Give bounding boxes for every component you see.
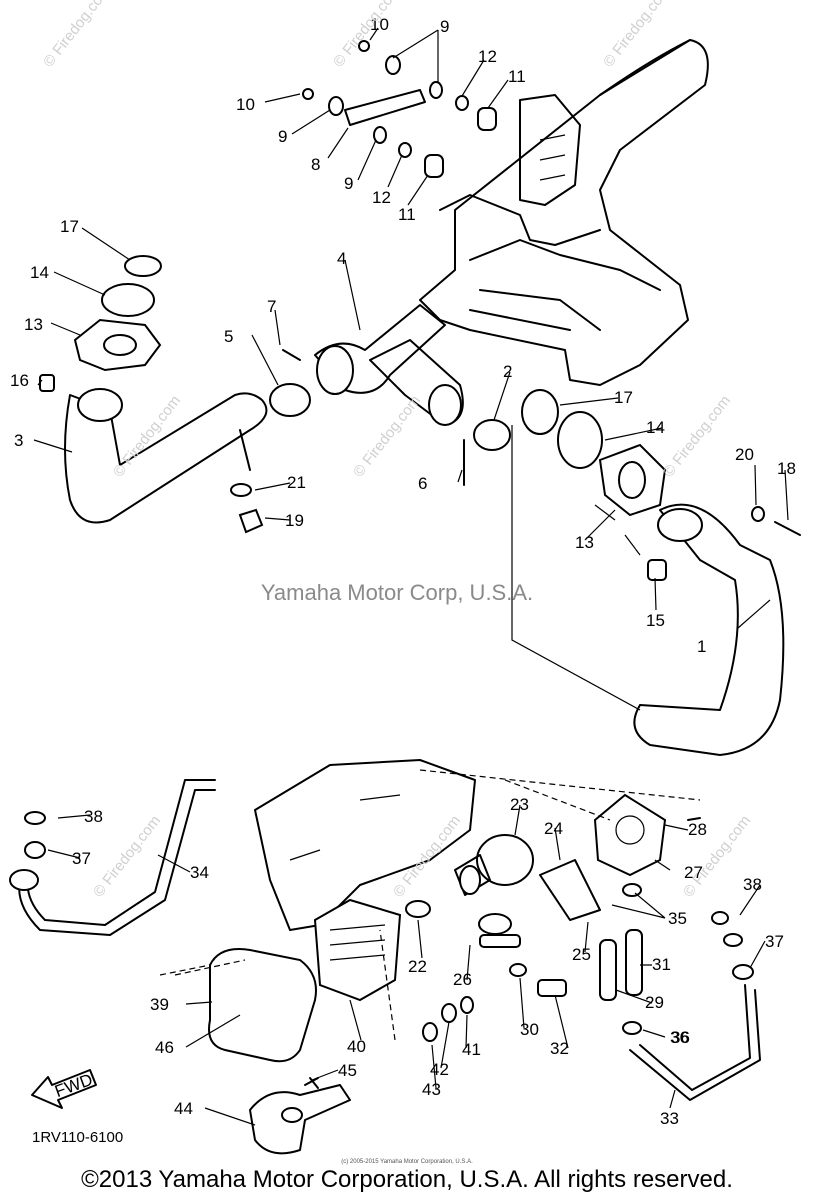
callout: 15 [646, 611, 665, 630]
callout: 10 [370, 15, 389, 34]
callout: 36 [670, 1028, 689, 1047]
callout: 4 [337, 249, 346, 268]
callout: 1 [697, 637, 706, 656]
callout: 22 [408, 957, 427, 976]
callout: 12 [478, 47, 497, 66]
callout: 18 [777, 459, 796, 478]
callout: 16 [10, 371, 29, 390]
callout: 41 [462, 1040, 481, 1059]
callout: 33 [660, 1109, 679, 1128]
callout: 25 [572, 945, 591, 964]
callout: 45 [338, 1061, 357, 1080]
callout: 32 [550, 1039, 569, 1058]
callout-numbers: 10 9 10 9 8 9 12 11 12 11 17 14 13 16 3 … [10, 15, 796, 1128]
callout: 36 [671, 1028, 690, 1047]
callout: 31 [652, 955, 671, 974]
callout: 9 [344, 174, 353, 193]
callout: 20 [735, 445, 754, 464]
diagram-code: 1RV110-6100 [32, 1129, 124, 1146]
callout: 30 [520, 1020, 539, 1039]
carb-joint-2 [369, 339, 464, 426]
callout: 14 [646, 418, 665, 437]
filter-element-40 [313, 898, 402, 1002]
small-parts [304, 817, 754, 1089]
callout: 27 [684, 863, 703, 882]
tiny-copyright: (c) 2005-2015 Yamaha Motor Corporation, … [341, 1159, 473, 1165]
callout: 17 [614, 388, 633, 407]
footer-copyright: ©2013 Yamaha Motor Corporation, U.S.A. A… [81, 1166, 733, 1193]
intake-pipe-1 [633, 503, 785, 756]
callout: 39 [150, 995, 169, 1014]
fwd-label: FWD [52, 1070, 95, 1101]
callout: 13 [575, 533, 594, 552]
fwd-arrow-icon: FWD [31, 1069, 97, 1109]
carb-joint-4 [314, 304, 446, 395]
rings-and-caps [39, 255, 801, 581]
callout: 26 [453, 970, 472, 989]
callout: 23 [510, 795, 529, 814]
callout: 37 [765, 932, 784, 951]
callout: 19 [285, 511, 304, 530]
callout: 42 [430, 1060, 449, 1079]
callout: 8 [311, 155, 320, 174]
callout: 13 [24, 315, 43, 334]
mounting-hardware [302, 40, 497, 178]
callout: 9 [440, 17, 449, 36]
callout: 14 [30, 263, 49, 282]
callout: 44 [174, 1099, 193, 1118]
callout: 2 [503, 362, 512, 381]
callout: 6 [418, 474, 427, 493]
callout: 11 [398, 205, 416, 224]
air-box-assembly [419, 39, 709, 386]
tube-44 [249, 1084, 351, 1155]
air-cut-valve-27 [593, 793, 667, 877]
callout: 9 [278, 127, 287, 146]
callout: 17 [60, 217, 79, 236]
callout: 11 [508, 67, 526, 86]
callout: 46 [155, 1038, 174, 1057]
callout: 24 [544, 819, 563, 838]
callout: 5 [224, 327, 233, 346]
callout: 35 [668, 909, 687, 928]
callout: 3 [14, 431, 23, 450]
callout: 37 [72, 849, 91, 868]
callout: 40 [347, 1037, 366, 1056]
crankcase-cover [254, 759, 476, 931]
leader-lines [33, 27, 789, 1126]
breather-pipe-34 [9, 779, 216, 936]
callout: 12 [372, 188, 391, 207]
hoses-29-31 [599, 929, 761, 1101]
bracket-24 [539, 859, 601, 921]
reed-valve-23 [454, 834, 534, 896]
callout: 43 [422, 1080, 441, 1099]
case-cover-39 [208, 948, 317, 1063]
callout: 7 [267, 297, 276, 316]
callout: 28 [688, 820, 707, 839]
intake-pipe-3 [64, 388, 268, 524]
credit-center: Yamaha Motor Corp, U.S.A. [260, 580, 534, 605]
callout: 38 [84, 807, 103, 826]
callout: 29 [645, 993, 664, 1012]
callout: 10 [236, 95, 255, 114]
callout: 34 [190, 863, 209, 882]
callout: 21 [287, 473, 306, 492]
callout: 38 [743, 875, 762, 894]
